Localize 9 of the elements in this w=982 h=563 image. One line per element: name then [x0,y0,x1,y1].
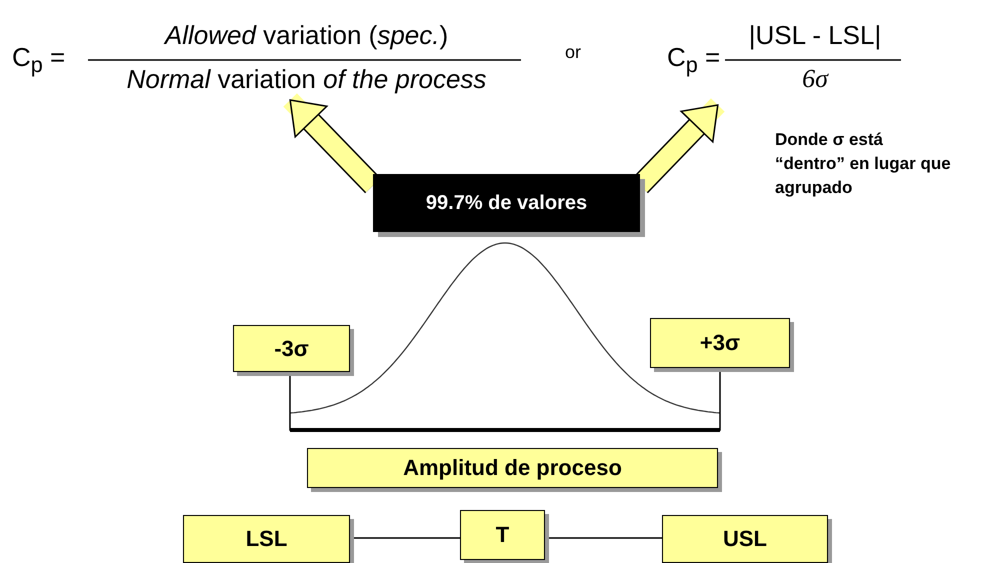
denominator-text: Normal variation of the process [126,64,488,95]
note-text: Donde σ está “dentro” en lugar que agrupado [775,129,952,199]
denominator-text: 6σ [801,64,830,94]
formula-symbol: C$_{p}$ = [12,42,66,78]
formula-symbol: C$_{p}$ = [667,42,720,78]
numerator-text: |USL - LSL| [748,20,882,51]
label-box: 99.7% de valores [373,174,640,232]
numerator-text: Allowed variation (spec.) [162,20,450,51]
or-text: or [565,41,582,64]
